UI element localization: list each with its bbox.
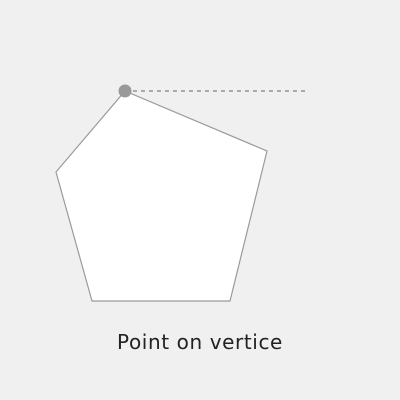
pentagon-shape <box>55 90 268 302</box>
vertex-point-icon <box>118 84 132 98</box>
caption-label: Point on vertice <box>117 330 283 354</box>
